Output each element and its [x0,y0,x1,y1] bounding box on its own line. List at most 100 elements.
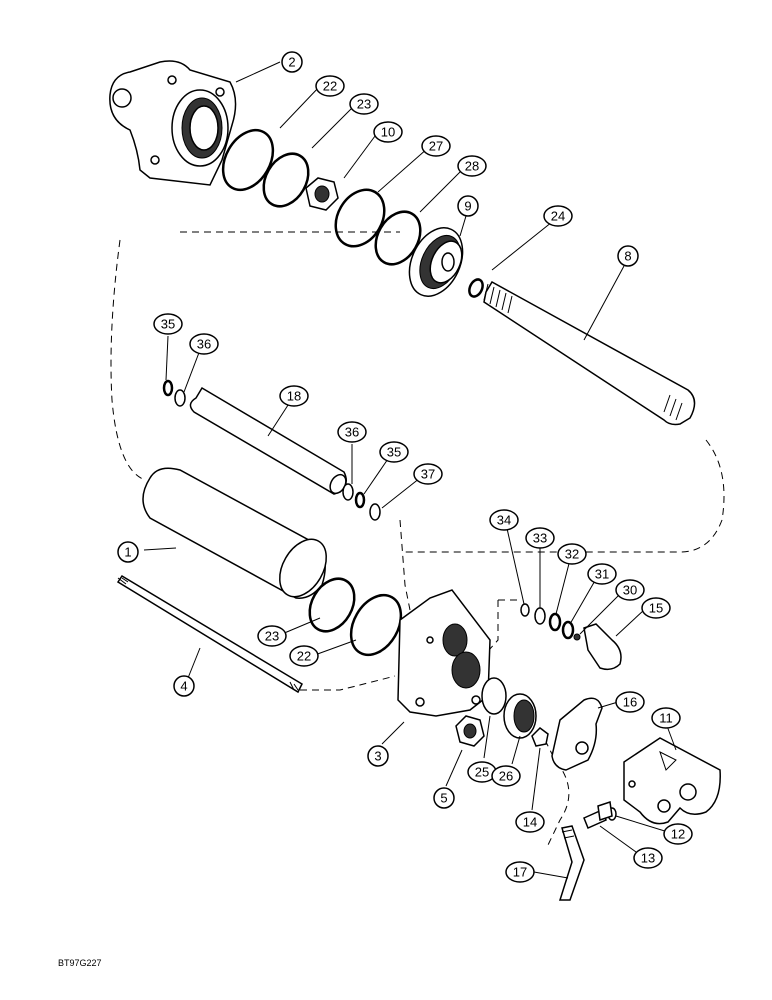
washer-part-33 [534,607,546,625]
callout-36a: 36 [189,333,219,355]
washer-part-36-lower [342,483,354,501]
svg-text:33: 33 [533,531,547,546]
clamp-part-16 [551,697,603,771]
svg-text:36: 36 [345,425,359,440]
svg-text:35: 35 [387,445,401,460]
piston-part-9 [408,227,464,297]
svg-text:12: 12 [671,827,685,842]
hose-part-17 [558,825,585,901]
callout-13: 13 [633,847,663,869]
callout-5: 5 [433,787,455,809]
plug-part-15 [583,623,622,671]
o-ring-part-24 [468,278,484,298]
svg-text:9: 9 [464,199,471,214]
leader-lines [143,61,677,879]
callout-35a: 35 [153,313,183,335]
bolt-part-13 [583,801,613,830]
seal-ring-part-28 [374,210,422,266]
svg-text:13: 13 [641,851,655,866]
callout-37: 37 [413,463,443,485]
seal-ring-part-22-lower [349,593,403,657]
callout-33: 33 [525,527,555,549]
callout-27: 27 [421,135,451,157]
svg-text:3: 3 [374,749,381,764]
callout-17: 17 [505,861,535,883]
svg-text:25: 25 [475,765,489,780]
svg-text:4: 4 [180,679,187,694]
nut-part-10 [305,177,339,211]
ball-part-30 [573,633,581,641]
callout-22a: 22 [315,75,345,97]
callout-3: 3 [367,745,389,767]
svg-text:8: 8 [624,249,631,264]
callout-12: 12 [663,823,693,845]
svg-text:24: 24 [551,209,565,224]
callout-35b: 35 [379,441,409,463]
callout-18: 18 [279,385,309,407]
svg-text:35: 35 [161,317,175,332]
callout-8: 8 [617,245,639,267]
svg-text:22: 22 [297,649,311,664]
callout-25: 25 [467,761,497,783]
ring-part-25 [481,677,507,715]
seal-ring-part-23-top [262,152,310,208]
svg-text:17: 17 [513,865,527,880]
tie-rod-part-4 [116,574,303,694]
callout-4: 4 [173,675,195,697]
callout-30: 30 [615,579,645,601]
assembly-dashed-line-upper [110,231,725,553]
svg-text:18: 18 [287,389,301,404]
svg-text:15: 15 [649,601,663,616]
bushing-part-26 [503,693,537,739]
svg-text:34: 34 [497,513,511,528]
cylinder-barrel-part-1 [142,467,327,599]
reference-code: BT97G227 [58,958,102,968]
piston-rod-part-8 [483,280,696,426]
svg-text:10: 10 [381,125,395,140]
callout-24: 24 [543,205,573,227]
callout-16: 16 [615,691,645,713]
svg-text:23: 23 [265,629,279,644]
callout-31: 31 [587,563,617,585]
o-ring-part-35-lower [354,491,366,509]
svg-text:31: 31 [595,567,609,582]
clevis-part-11 [623,737,721,825]
svg-text:5: 5 [440,791,447,806]
svg-text:16: 16 [623,695,637,710]
callout-1: 1 [117,541,139,563]
callout-28: 28 [457,155,487,177]
callout-32: 32 [557,543,587,565]
seal-ring-part-23-lower [308,577,356,633]
callout-15: 15 [641,597,671,619]
svg-text:22: 22 [323,79,337,94]
svg-text:2: 2 [288,55,295,70]
o-ring-part-32 [548,612,562,632]
callout-36b: 36 [337,421,367,443]
svg-text:27: 27 [429,139,443,154]
nut-part-5 [455,715,485,747]
svg-text:26: 26 [499,769,513,784]
washer-part-36-upper [174,389,186,407]
cylinder-head-part-2 [109,60,237,186]
svg-text:37: 37 [421,467,435,482]
svg-text:11: 11 [659,711,673,726]
o-ring-part-35-upper [162,379,174,397]
svg-text:1: 1 [124,545,131,560]
fitting-part-14 [531,727,549,747]
svg-text:36: 36 [197,337,211,352]
callouts: 2 22 23 10 27 28 9 24 8 35 36 18 36 35 3… [117,51,693,883]
tube-part-18 [189,386,347,495]
assembly-dashed-line-lower [300,519,570,846]
callout-23a: 23 [349,93,379,115]
ring-part-37 [369,503,381,521]
callout-2: 2 [281,51,303,73]
callout-11: 11 [651,707,681,729]
callout-10: 10 [373,121,403,143]
callout-26: 26 [491,765,521,787]
svg-text:28: 28 [465,159,479,174]
cylinder-base-part-3 [397,589,491,717]
svg-text:14: 14 [523,815,537,830]
ring-part-31 [561,620,575,640]
svg-text:23: 23 [357,97,371,112]
